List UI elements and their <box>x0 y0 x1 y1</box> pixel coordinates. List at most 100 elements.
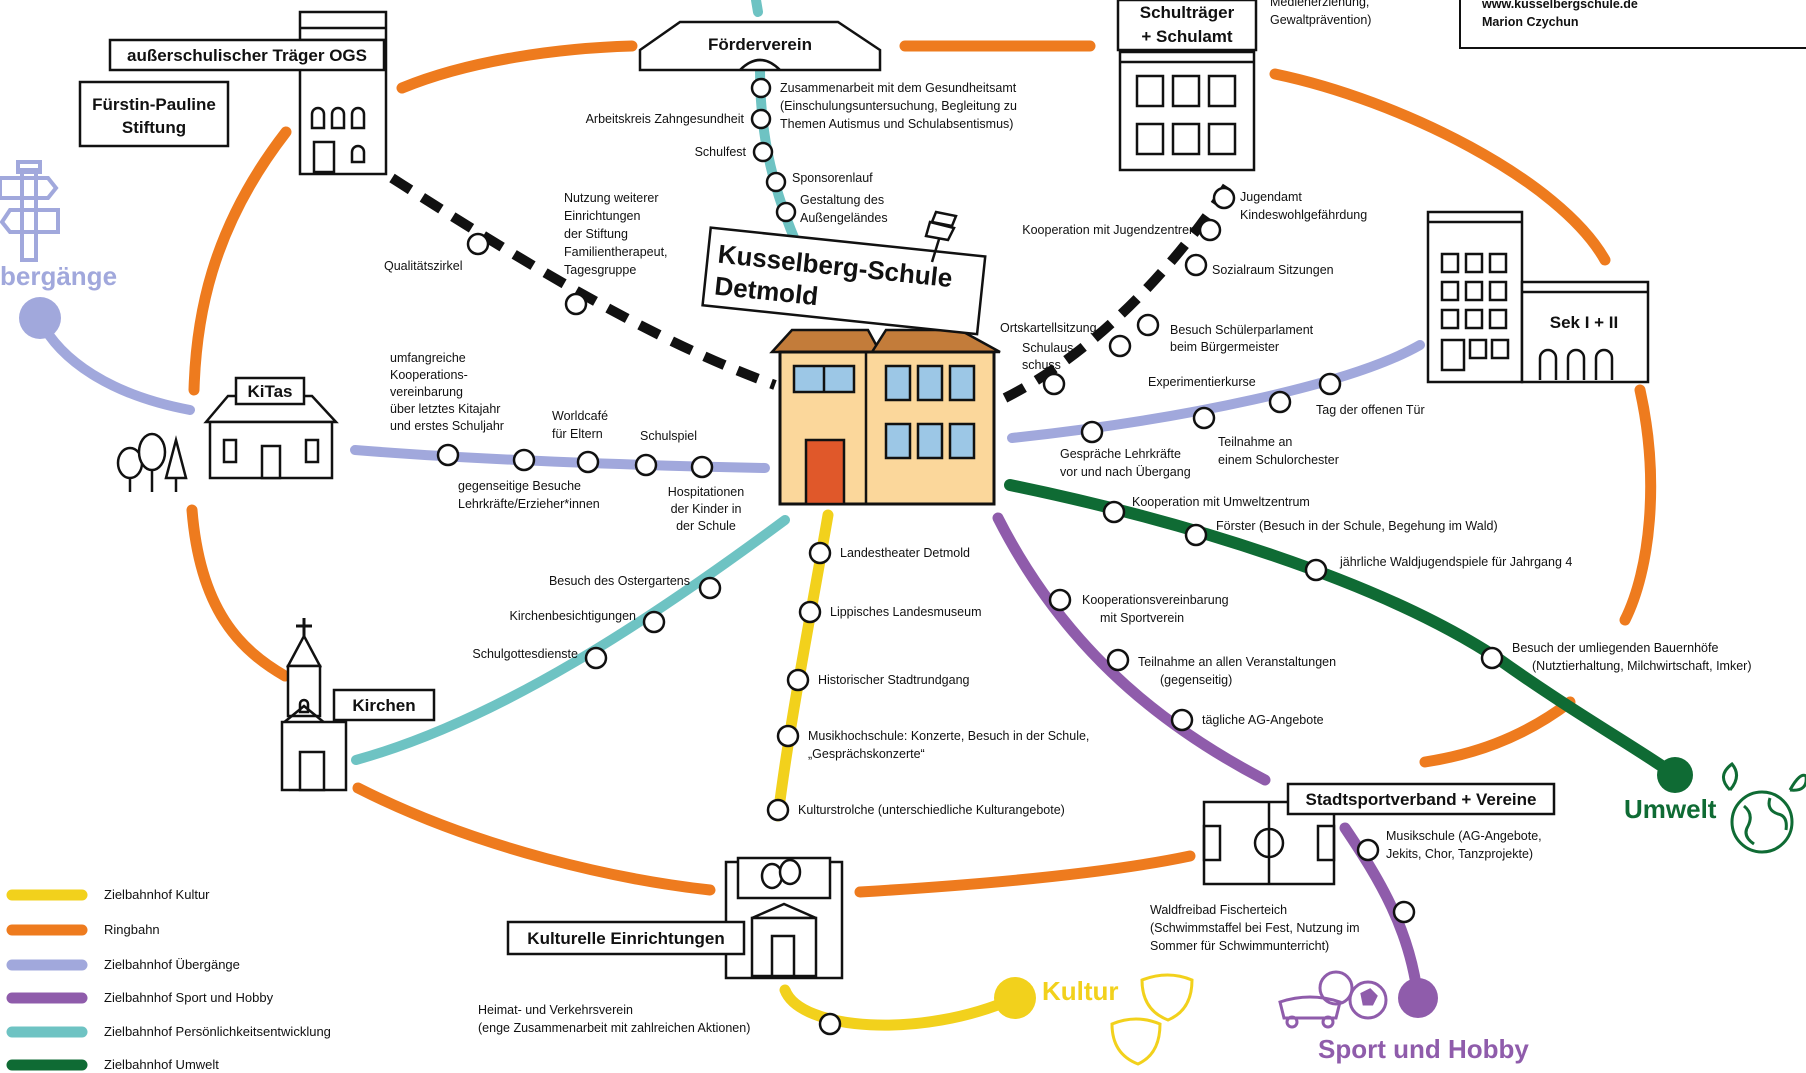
svg-text:Kirchenbesichtigungen: Kirchenbesichtigungen <box>510 609 637 623</box>
foerderverein-node[interactable]: Förderverein <box>638 20 882 72</box>
svg-text:Ringbahn: Ringbahn <box>104 922 160 937</box>
legend-item: Zielbahnhof Übergänge <box>6 957 240 972</box>
ogs-building[interactable] <box>298 10 388 176</box>
stop-experimentierkurse[interactable] <box>1268 390 1292 414</box>
stop-ortskartell[interactable] <box>1108 334 1132 358</box>
svg-text:Teilnahme an allen Veranstaltu: Teilnahme an allen Veranstaltungen <box>1138 655 1336 669</box>
stop-landestheater[interactable] <box>808 541 832 565</box>
svg-text:Themen Autismus und Schulabsen: Themen Autismus und Schulabsentismus) <box>780 117 1013 131</box>
stop-hospitation[interactable] <box>690 455 714 479</box>
svg-text:über letztes Kitajahr: über letztes Kitajahr <box>390 402 500 416</box>
stop-labels: Zusammenarbeit mit dem Gesundheitsamt (E… <box>384 81 1752 1035</box>
culture-building[interactable]: Kulturelle Einrichtungen <box>506 856 844 980</box>
stops <box>436 77 1504 1036</box>
svg-text:Worldcafé: Worldcafé <box>552 409 608 423</box>
stop-jugendamt[interactable] <box>1212 186 1236 210</box>
school-title-sign: Kusselberg-Schule Detmold <box>701 226 987 336</box>
stop-nutzung[interactable] <box>564 292 588 316</box>
stop-kirchenbesichtigungen[interactable] <box>642 610 666 634</box>
stop-zahngesundheit[interactable] <box>750 108 772 130</box>
terminal-umwelt[interactable] <box>1657 757 1693 793</box>
stop-gesundheitsamt[interactable] <box>750 77 772 99</box>
legend-item: Zielbahnhof Umwelt <box>6 1057 219 1072</box>
stop-umweltzentrum[interactable] <box>1102 500 1126 524</box>
stop-schulgottesdienste[interactable] <box>584 646 608 670</box>
soccer-field-icon[interactable] <box>1202 800 1336 886</box>
stop-heimatverein[interactable] <box>818 1012 842 1036</box>
stop-veranstaltungen[interactable] <box>1106 648 1130 672</box>
stop-musikhochschule[interactable] <box>776 724 800 748</box>
stop-aussengelaende[interactable] <box>775 201 797 223</box>
stop-sozialraum[interactable] <box>1184 253 1208 277</box>
stop-musikschule[interactable] <box>1356 838 1380 862</box>
stop-qualitaetszirkel[interactable] <box>466 232 490 256</box>
svg-text:vor und nach Übergang: vor und nach Übergang <box>1060 465 1191 479</box>
svg-text:Waldfreibad Fischerteich: Waldfreibad Fischerteich <box>1150 903 1287 917</box>
svg-text:Nutzung weiterer: Nutzung weiterer <box>564 191 659 205</box>
sek-building[interactable]: Sek I + II <box>1426 210 1650 384</box>
svg-text:Musikschule (AG-Angebote,: Musikschule (AG-Angebote, <box>1386 829 1542 843</box>
svg-text:Gewaltprävention): Gewaltprävention) <box>1270 13 1371 27</box>
school-building[interactable] <box>769 328 1001 506</box>
stop-sponsorenlauf[interactable] <box>765 171 787 193</box>
terminal-label-uebergaenge: bergänge <box>0 261 117 291</box>
stop-ostergarten[interactable] <box>698 576 722 600</box>
svg-text:Zielbahnhof Übergänge: Zielbahnhof Übergänge <box>104 957 240 972</box>
svg-text:Stadtsportverband + Vereine: Stadtsportverband + Vereine <box>1306 790 1537 809</box>
svg-text:Fürstin-Pauline: Fürstin-Pauline <box>92 95 216 114</box>
terminal-label-kultur: Kultur <box>1042 976 1119 1006</box>
svg-text:für Eltern: für Eltern <box>552 427 603 441</box>
stop-schulspiel[interactable] <box>634 453 658 477</box>
stop-sportverein[interactable] <box>1048 588 1072 612</box>
svg-text:mit Sportverein: mit Sportverein <box>1100 611 1184 625</box>
svg-text:Jugendamt: Jugendamt <box>1240 190 1302 204</box>
stop-schulfest[interactable] <box>752 141 774 163</box>
svg-text:Zielbahnhof Umwelt: Zielbahnhof Umwelt <box>104 1057 219 1072</box>
stop-besuche[interactable] <box>512 448 536 472</box>
svg-text:Schulspiel: Schulspiel <box>640 429 697 443</box>
kitas-house[interactable]: KiTas <box>203 376 339 480</box>
svg-text:Sek I + II: Sek I + II <box>1550 313 1619 332</box>
svg-text:Besuch des Ostergartens: Besuch des Ostergartens <box>549 574 690 588</box>
svg-text:außerschulischer Träger OGS: außerschulischer Träger OGS <box>127 46 367 65</box>
stop-bauernhoefe[interactable] <box>1480 646 1504 670</box>
stop-kulturstrolche[interactable] <box>766 798 790 822</box>
terminal-kultur[interactable] <box>994 977 1036 1019</box>
svg-text:KiTas: KiTas <box>247 382 292 401</box>
svg-text:Förster (Besuch in der Schule,: Förster (Besuch in der Schule, Begehung … <box>1216 519 1498 533</box>
stop-waldjugendspiele[interactable] <box>1304 558 1328 582</box>
schultraeger-building[interactable] <box>1118 50 1256 172</box>
stop-schuelerparlament[interactable] <box>1136 313 1160 337</box>
svg-text:Experimentierkurse: Experimentierkurse <box>1148 375 1256 389</box>
terminal-uebergaenge[interactable] <box>19 297 61 339</box>
svg-text:Förderverein: Förderverein <box>708 35 812 54</box>
svg-text:Kulturelle Einrichtungen: Kulturelle Einrichtungen <box>527 929 724 948</box>
stop-schulausschuss[interactable] <box>1042 372 1066 396</box>
stop-foerster[interactable] <box>1184 523 1208 547</box>
stop-offene-tuer[interactable] <box>1318 372 1342 396</box>
svg-text:Schulaus-: Schulaus- <box>1022 341 1078 355</box>
stop-waldfreibad[interactable] <box>1392 900 1416 924</box>
theatre-masks-icon <box>760 858 802 890</box>
svg-text:Teilnahme an: Teilnahme an <box>1218 435 1292 449</box>
church-building[interactable]: Kirchen <box>280 618 436 792</box>
terminal-label-umwelt: Umwelt <box>1624 794 1717 824</box>
ring-line <box>186 40 1657 898</box>
stop-gespraeche[interactable] <box>1080 420 1104 444</box>
stop-kita-koop[interactable] <box>436 443 460 467</box>
svg-text:Musikhochschule: Konzerte, Bes: Musikhochschule: Konzerte, Besuch in der… <box>808 729 1089 743</box>
svg-text:einem Schulorchester: einem Schulorchester <box>1218 453 1339 467</box>
stop-orchester[interactable] <box>1192 406 1216 430</box>
terminal-sport[interactable] <box>1398 978 1438 1018</box>
stop-stadtrundgang[interactable] <box>786 668 810 692</box>
svg-text:Kooperation mit Jugendzentren: Kooperation mit Jugendzentren <box>1022 223 1196 237</box>
stop-worldcafe[interactable] <box>576 450 600 474</box>
svg-text:Schulgottesdienste: Schulgottesdienste <box>472 647 578 661</box>
stop-jugendzentren[interactable] <box>1198 218 1222 242</box>
svg-text:Außengeländes: Außengeländes <box>800 211 888 225</box>
svg-text:Marion Czychun: Marion Czychun <box>1482 15 1579 29</box>
ogs-label: außerschulischer Träger OGS <box>108 38 386 72</box>
stop-ag-angebote[interactable] <box>1170 708 1194 732</box>
stop-landesmuseum[interactable] <box>798 600 822 624</box>
